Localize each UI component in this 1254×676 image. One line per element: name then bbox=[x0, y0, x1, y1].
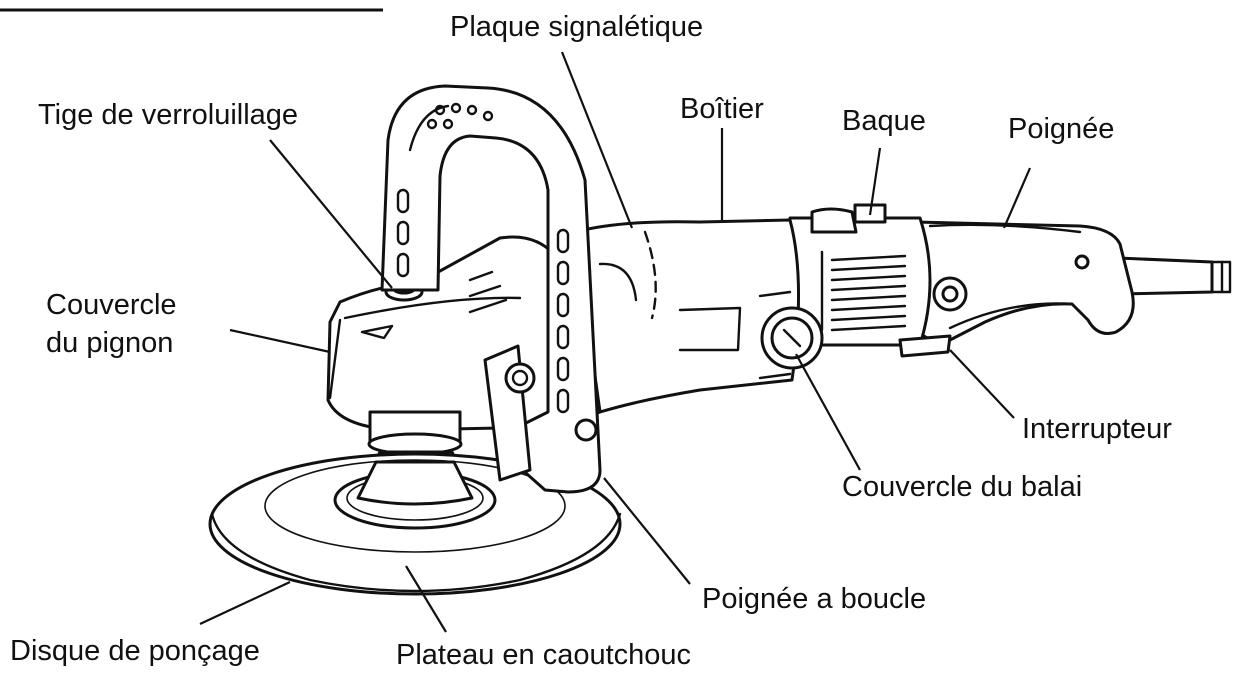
switch-trigger bbox=[898, 334, 952, 358]
loop-handle bbox=[380, 84, 602, 494]
label-tige-de-verrouillage: Tige de verroluillage bbox=[38, 99, 299, 131]
label-disque-de-poncage: Disque de ponçage bbox=[10, 635, 260, 667]
leader-lines bbox=[199, 51, 1032, 633]
label-poignee: Poignée bbox=[1008, 113, 1115, 145]
label-plaque-signaletique: Plaque signalétique bbox=[450, 11, 704, 43]
sanding-disc bbox=[208, 452, 622, 596]
label-boitier: Boîtier bbox=[680, 93, 764, 125]
motor-housing bbox=[573, 218, 824, 414]
label-poignee-a-boucle: Poignée a boucle bbox=[702, 583, 927, 615]
label-plateau-en-caoutchouc: Plateau en caoutchouc bbox=[396, 639, 692, 671]
label-interrupteur: Interrupteur bbox=[1022, 413, 1172, 445]
power-cord bbox=[1116, 256, 1232, 296]
label-couvercle-pignon-line2: du pignon bbox=[46, 327, 174, 359]
label-couvercle-du-balai: Couvercle du balai bbox=[842, 471, 1083, 503]
label-baque: Baque bbox=[842, 105, 926, 137]
rear-handle bbox=[913, 220, 1135, 343]
label-couvercle-pignon-line1: Couvercle bbox=[46, 289, 177, 321]
